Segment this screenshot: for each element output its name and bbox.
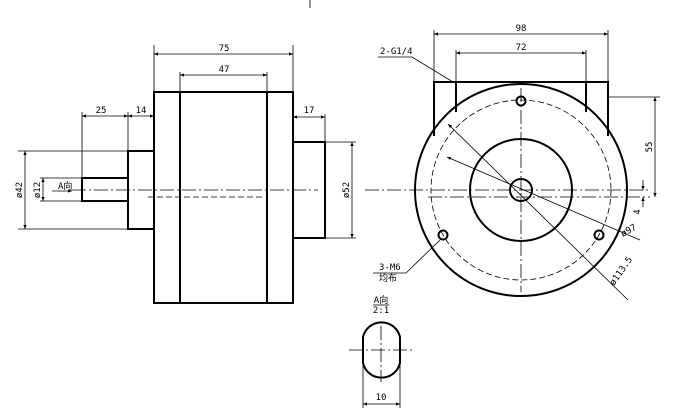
section-title: A向 — [374, 294, 388, 306]
dim-14-label: 14 — [136, 106, 147, 116]
port-leader — [378, 56, 454, 83]
dim-4-label: 4 — [633, 209, 643, 214]
dim-d12-label: ø12 — [33, 182, 43, 198]
leader-d113 — [447, 123, 629, 301]
side-view: 75 47 25 14 17 ø42 ø12 A向 ø52 — [15, 44, 356, 304]
bolt-note-sub: 均布 — [379, 272, 397, 284]
dim-55-label: 55 — [645, 142, 655, 153]
dim-d42-label: ø42 — [15, 182, 25, 198]
shaft — [81, 177, 129, 202]
dim-10-label: 10 — [376, 393, 387, 403]
bolt-hole — [593, 229, 605, 241]
dim-d97-label: ø97 — [620, 223, 639, 240]
dim-72-label: 72 — [516, 43, 527, 53]
dim-17-label: 17 — [304, 106, 315, 116]
dim-25-label: 25 — [96, 106, 107, 116]
port-note: 2-G1/4 — [380, 47, 413, 57]
dim-47-label: 47 — [219, 65, 230, 75]
view-arrow-label: A向 — [58, 180, 72, 192]
bolt-hole — [437, 229, 449, 241]
top-block — [433, 81, 609, 136]
section-scale: 2:1 — [373, 306, 389, 316]
dim-98-label: 98 — [516, 24, 527, 34]
bolt-leader — [373, 239, 441, 274]
front-view: 98 72 55 4 ø97 ø113.5 2-G1/4 3-M6 均布 — [365, 24, 660, 301]
bolt-note: 3-M6 — [379, 263, 401, 273]
dim-75-label: 75 — [219, 44, 230, 54]
dim-d52-label: ø52 — [342, 182, 352, 198]
dim-d113-label: ø113.5 — [608, 255, 635, 287]
body-outline — [153, 91, 294, 304]
section-a-view: A向 2:1 10 — [349, 294, 414, 408]
leader-d97 — [446, 156, 641, 241]
